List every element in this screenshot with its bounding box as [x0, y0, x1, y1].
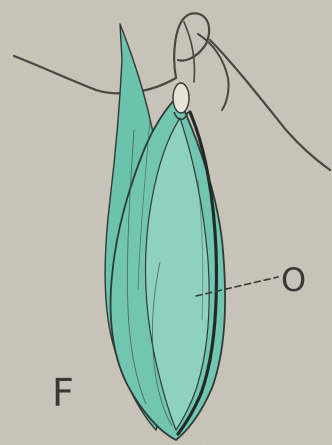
panel-label-f: F [52, 374, 74, 412]
ovary-bud [173, 83, 189, 113]
callout-label-o: O [281, 264, 306, 296]
